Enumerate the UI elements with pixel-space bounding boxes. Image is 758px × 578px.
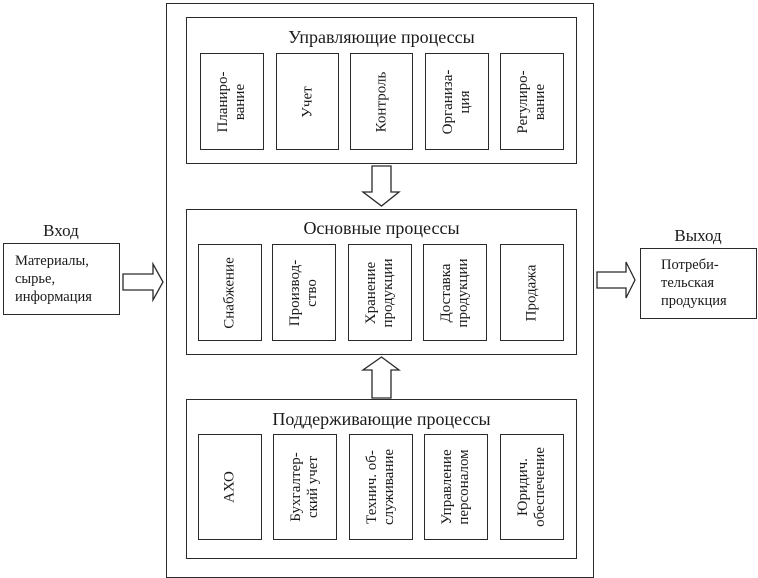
input-box: Материалы, сырье, информация bbox=[3, 243, 120, 315]
arrow-right-icon bbox=[596, 261, 636, 299]
main-item: Снабжение bbox=[198, 244, 262, 341]
main-item: Хранение продукции bbox=[348, 244, 412, 341]
arrow-up-icon bbox=[360, 356, 401, 399]
arrow-down-icon bbox=[361, 165, 401, 207]
support-processes-title: Поддерживающие процессы bbox=[272, 409, 491, 429]
management-item: Учет bbox=[276, 53, 339, 150]
main-processes-title: Основные процессы bbox=[303, 218, 460, 238]
output-box: Потреби- тельская продукция bbox=[640, 248, 757, 319]
output-label: Выход bbox=[674, 226, 722, 245]
main-item: Доставка продукции bbox=[423, 244, 487, 341]
support-item: Бухгалтер- ский учет bbox=[273, 434, 337, 540]
output-text: Потреби- тельская продукция bbox=[661, 257, 727, 309]
support-item: Технич. об- служивание bbox=[349, 434, 413, 540]
main-item: Продажа bbox=[500, 244, 564, 341]
input-text: Материалы, сырье, информация bbox=[15, 253, 92, 305]
arrow-right-icon bbox=[122, 261, 164, 303]
support-item: Юридич. обеспечение bbox=[500, 434, 564, 540]
main-item: Производ- ство bbox=[272, 244, 336, 341]
management-item: Контроль bbox=[350, 53, 413, 150]
support-item: АХО bbox=[198, 434, 262, 540]
management-item: Планиро- вание bbox=[200, 53, 264, 150]
management-processes-title: Управляющие процессы bbox=[288, 27, 475, 47]
management-item: Организа- ция bbox=[425, 53, 489, 150]
support-item: Управление персоналом bbox=[424, 434, 488, 540]
management-item: Регулиро- вание bbox=[500, 53, 564, 150]
input-label: Вход bbox=[43, 221, 79, 240]
